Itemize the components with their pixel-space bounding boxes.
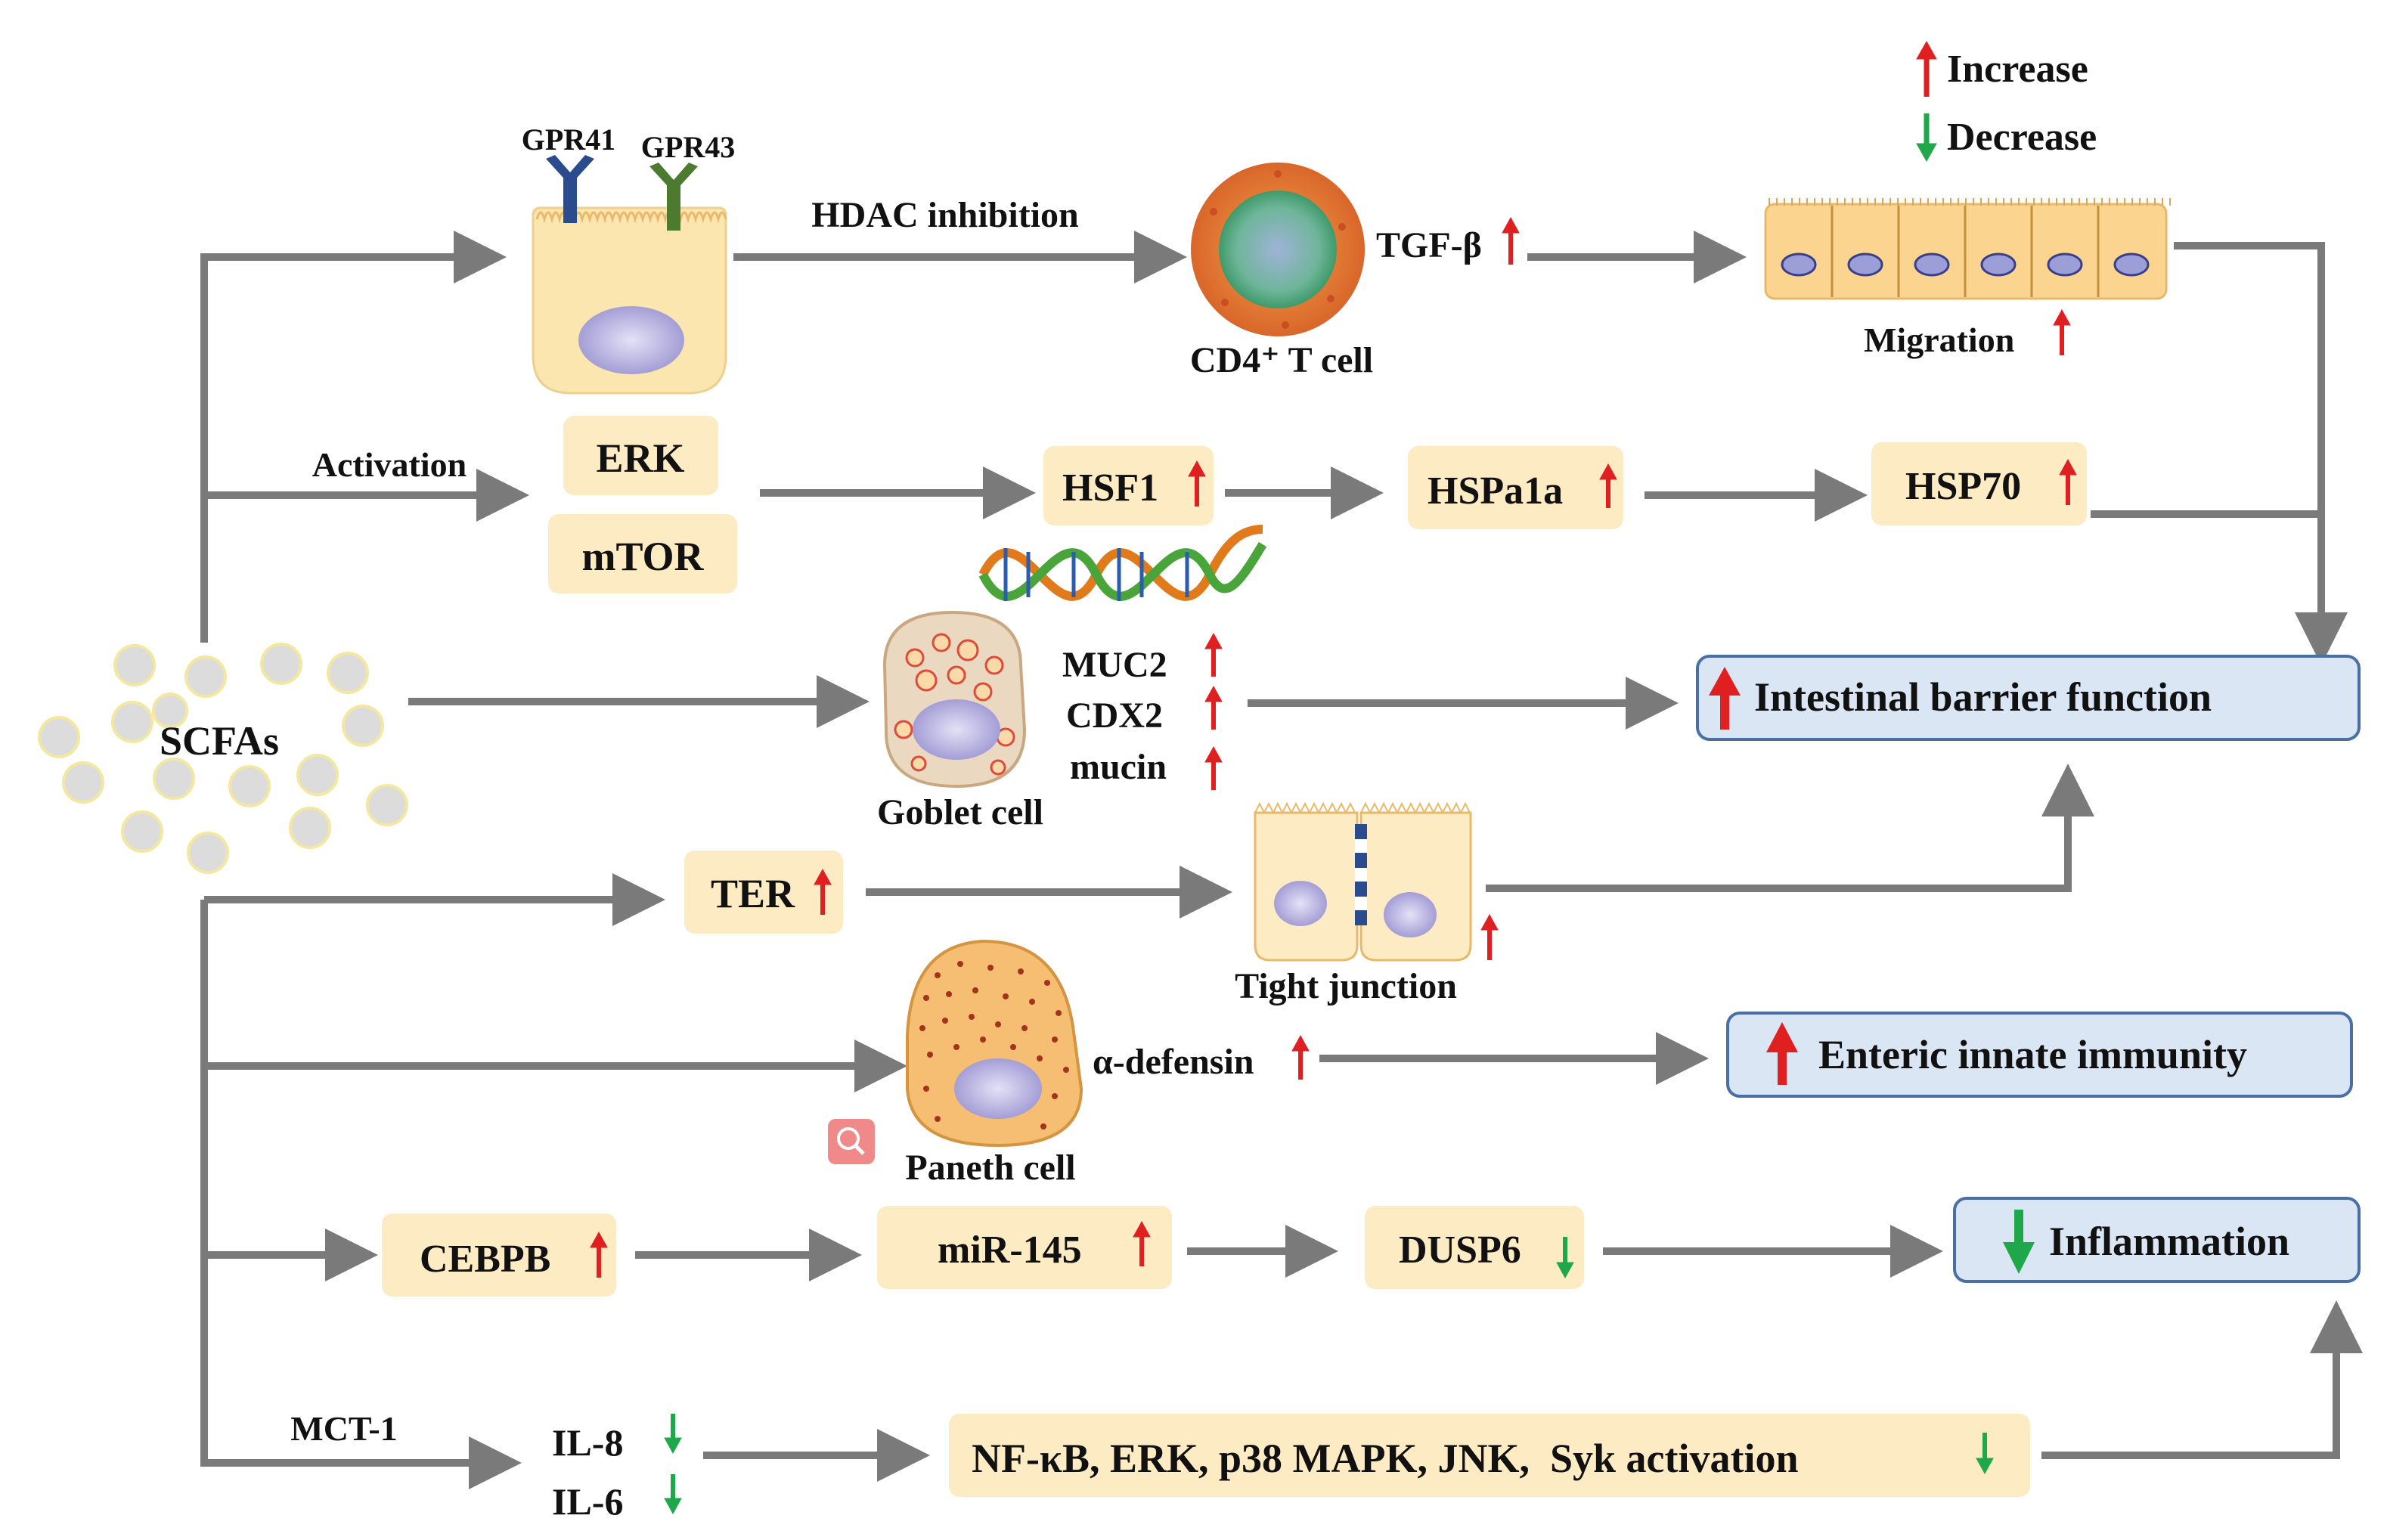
muc2-label: MUC2 bbox=[1062, 645, 1167, 685]
legend-decrease-label: Decrease bbox=[1947, 116, 2097, 159]
mucin-label: mucin bbox=[1070, 747, 1167, 787]
cebpb-increase-arrow-icon bbox=[590, 1231, 608, 1278]
mir145-label: miR-145 bbox=[938, 1229, 1082, 1272]
arrow-tj-barrier bbox=[1486, 764, 2094, 892]
hsf1-box bbox=[1043, 446, 1214, 525]
goblet-cell-label: Goblet cell bbox=[877, 792, 1043, 832]
mir145-box bbox=[877, 1206, 1172, 1289]
mtor-label: mTOR bbox=[581, 534, 704, 579]
tgf-increase-arrow-icon bbox=[1502, 216, 1520, 265]
junction-strands bbox=[1355, 824, 1367, 925]
cd4-t-cell-label: CD4⁺ T cell bbox=[1190, 340, 1373, 380]
arrow-pathways-inflam bbox=[2041, 1300, 2363, 1459]
il6-label: IL-6 bbox=[552, 1480, 623, 1523]
cdx2-label: CDX2 bbox=[1066, 696, 1163, 736]
tight-junction-increase-arrow-icon bbox=[1480, 913, 1499, 960]
inflammation-outcome-box bbox=[1953, 1197, 2361, 1283]
arrow-epith-barrier bbox=[2174, 242, 2348, 665]
hsf1-increase-arrow-icon bbox=[1188, 460, 1206, 507]
ter-increase-arrow-icon bbox=[814, 868, 832, 915]
hdac-inhibition-label: HDAC inhibition bbox=[811, 195, 1078, 235]
paneth-cell-label: Paneth cell bbox=[905, 1148, 1075, 1188]
cebpb-box bbox=[382, 1213, 616, 1297]
trunk-down bbox=[200, 900, 522, 1489]
il8-label: IL-8 bbox=[552, 1421, 623, 1464]
hsp70-label: HSP70 bbox=[1905, 465, 2021, 508]
legend-increase-arrow-icon bbox=[1916, 40, 1937, 97]
dusp6-decrease-arrow-icon bbox=[1556, 1237, 1574, 1279]
scfa-label: SCFAs bbox=[160, 718, 279, 764]
alpha-defensin-label: α-defensin bbox=[1093, 1042, 1254, 1082]
gpr43-label: GPR43 bbox=[641, 130, 735, 164]
goblet-markers: MUC2 CDX2 mucin bbox=[1062, 632, 1223, 790]
goblet-cell bbox=[882, 610, 1027, 789]
dna-helix-icon bbox=[978, 525, 1267, 601]
barrier-outcome-label: Intestinal barrier function bbox=[1754, 674, 2212, 720]
hsp70-box bbox=[1871, 442, 2087, 525]
tight-junction-cells bbox=[1254, 801, 1472, 962]
legend-increase-label: Increase bbox=[1947, 48, 2088, 91]
activation-label: Activation bbox=[312, 445, 467, 484]
inflammation-outcome-label: Inflammation bbox=[2049, 1219, 2289, 1264]
cd4-t-cell bbox=[1191, 163, 1365, 336]
pathways-label: NF-κB, ERK, p38 MAPK, JNK, Syk activatio… bbox=[972, 1436, 1799, 1481]
cdx2-increase-arrow-icon bbox=[1204, 685, 1223, 730]
immunity-increase-arrow-icon bbox=[1766, 1022, 1798, 1085]
muc2-increase-arrow-icon bbox=[1204, 632, 1223, 677]
legend: Increase Decrease bbox=[1916, 40, 2097, 163]
immunity-outcome-label: Enteric innate immunity bbox=[1818, 1032, 2247, 1077]
cebpb-label: CEBPB bbox=[420, 1238, 550, 1281]
migration-increase-arrow-icon bbox=[2053, 308, 2071, 355]
hspa1a-box bbox=[1408, 446, 1623, 529]
erk-box bbox=[563, 416, 718, 495]
erk-label: ERK bbox=[596, 435, 684, 481]
il6-decrease-arrow-icon bbox=[664, 1474, 682, 1515]
mtor-box bbox=[548, 514, 737, 593]
scfa-particles bbox=[38, 643, 408, 874]
gpr41-receptor-icon bbox=[546, 155, 594, 223]
ter-label: TER bbox=[711, 871, 795, 916]
defensin-increase-arrow-icon bbox=[1291, 1034, 1310, 1080]
epithelial-monolayer bbox=[1764, 198, 2171, 300]
pathways-decrease-arrow-icon bbox=[1976, 1433, 1994, 1475]
dusp6-box bbox=[1365, 1206, 1584, 1289]
mucin-increase-arrow-icon bbox=[1204, 745, 1223, 790]
ter-box bbox=[684, 851, 843, 934]
barrier-increase-arrow-icon bbox=[1709, 667, 1741, 730]
dusp6-label: DUSP6 bbox=[1399, 1229, 1521, 1272]
immunity-outcome-box bbox=[1726, 1012, 2353, 1098]
hspa1a-label: HSPa1a bbox=[1428, 469, 1563, 513]
connectors bbox=[200, 231, 2363, 1489]
legend-decrease-arrow-icon bbox=[1916, 113, 1937, 163]
barrier-outcome-box bbox=[1696, 655, 2361, 741]
mct1-label: MCT-1 bbox=[290, 1409, 397, 1448]
mir145-increase-arrow-icon bbox=[1133, 1220, 1151, 1266]
trunk-up bbox=[200, 231, 507, 643]
gpr43-receptor-icon bbox=[649, 163, 698, 231]
paneth-cell bbox=[906, 939, 1083, 1148]
hsf1-label: HSF1 bbox=[1062, 466, 1158, 510]
pathways-box bbox=[949, 1414, 2030, 1497]
tgf-beta-label: TGF-β bbox=[1376, 225, 1482, 265]
hsp70-increase-arrow-icon bbox=[2059, 458, 2077, 505]
inflammation-decrease-arrow-icon bbox=[2003, 1210, 2035, 1274]
gpr41-label: GPR41 bbox=[522, 122, 615, 156]
migration-label: Migration bbox=[1864, 321, 2014, 359]
magnifier-icon[interactable] bbox=[828, 1119, 875, 1164]
tight-junction-label: Tight junction bbox=[1235, 966, 1457, 1006]
epithelial-cell bbox=[532, 206, 727, 395]
il8-decrease-arrow-icon bbox=[664, 1414, 682, 1455]
hspa1a-increase-arrow-icon bbox=[1599, 463, 1617, 508]
